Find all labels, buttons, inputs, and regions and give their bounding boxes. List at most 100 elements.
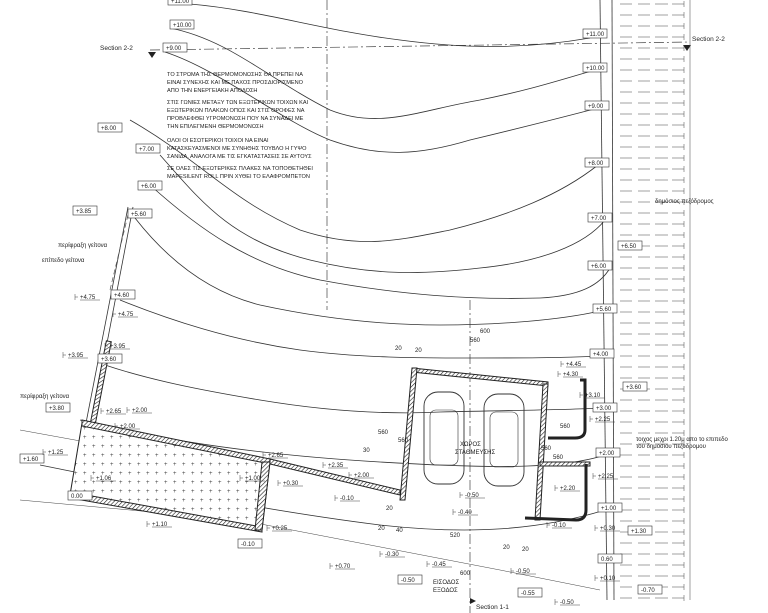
boxed-levels: +11.00 +10.00 +9.00 +8.00 +7.00 +6.00 +3.85 +5.… <box>19 0 663 598</box>
spot-level: +2.65 <box>262 452 288 459</box>
dimension-label: 560 <box>541 446 552 452</box>
spot-level: -0.10 <box>546 522 572 529</box>
spot-levels: +4.75+4.75+3.95+3.95+1.25+2.00+2.65+2.00… <box>42 294 620 606</box>
spot-level: +0.25 <box>266 525 292 532</box>
svg-text:+5.60: +5.60 <box>131 212 147 218</box>
svg-text:+9.00: +9.00 <box>166 46 182 52</box>
svg-text:+10.00: +10.00 <box>586 66 605 72</box>
svg-text:0.00: 0.00 <box>71 494 83 500</box>
svg-text:+4.75: +4.75 <box>118 312 134 318</box>
dimension-label: 560 <box>470 338 481 344</box>
note-line: ΣΑΝΙΔΑ. ΑΝΑΛΟΓΑ ΜΕ ΤΙΣ ΕΓΚΑΤΑΣΤΑΣΕΙΣ ΣΕ … <box>167 154 312 160</box>
level-tag: +8.00 <box>97 122 123 133</box>
note-line: ΟΛΟΙ ΟΙ ΕΣΩΤΕΡΙΚΟΙ ΤΟΙΧΟΙ ΝΑ ΕΙΝΑΙ <box>167 138 269 144</box>
svg-text:+1.10: +1.10 <box>152 522 168 528</box>
svg-text:+2.00: +2.00 <box>354 473 370 479</box>
svg-text:+3.00: +3.00 <box>596 406 612 412</box>
spot-level: -0.50 <box>459 492 485 499</box>
public-sidewalk-label: δημόσιος πεζόδρομος <box>655 198 714 205</box>
level-tag: +3.85 <box>72 205 98 216</box>
svg-text:+4.30: +4.30 <box>563 372 579 378</box>
svg-text:-0.50: -0.50 <box>560 600 574 606</box>
dimension-label: 560 <box>398 438 409 444</box>
dimension-label: 20 <box>522 547 529 553</box>
svg-text:-0.40: -0.40 <box>458 510 472 516</box>
section-1-1-label: Section 1-1 <box>476 604 509 611</box>
dimension-label: 40 <box>396 528 403 534</box>
dimension-label: 20 <box>415 348 422 354</box>
construction-notes: ΤΟ ΣΤΡΩΜΑ ΤΗΣ ΘΕΡΜΟΜΟΝΩΣΗΣ ΘΑ ΠΡΕΠΕΙ ΝΑΕ… <box>167 72 313 180</box>
level-tag: +6.50 <box>617 240 643 251</box>
dimension-label: 600 <box>480 329 491 335</box>
svg-text:+8.00: +8.00 <box>588 161 604 167</box>
section-2-2-label-right: Section 2-2 <box>692 36 725 43</box>
svg-text:+7.00: +7.00 <box>139 147 155 153</box>
svg-text:+9.00: +9.00 <box>588 104 604 110</box>
level-tag: +6.00 <box>587 260 613 271</box>
svg-text:+6.00: +6.00 <box>141 184 157 190</box>
spot-level: -0.50 <box>510 568 536 575</box>
level-tag: +7.00 <box>587 212 613 223</box>
spot-level: +2.00 <box>114 423 140 430</box>
dimension-label: 20 <box>503 545 510 551</box>
svg-text:+4.60: +4.60 <box>114 293 130 299</box>
section-2-2-label-left: Section 2-2 <box>100 45 133 52</box>
svg-text:-0.50: -0.50 <box>401 578 415 584</box>
spot-level: +2.65 <box>100 408 126 415</box>
level-tag: -0.50 <box>397 574 423 585</box>
level-tag: +3.60 <box>97 353 123 364</box>
svg-text:+4.00: +4.00 <box>593 352 609 358</box>
level-tag: +4.00 <box>589 348 615 359</box>
parking-label-2: ΣΤΑΘΜΕΥΣΗΣ <box>455 450 496 456</box>
level-tag: +5.60 <box>127 208 153 219</box>
spot-level: -0.30 <box>379 551 405 558</box>
svg-text:+6.50: +6.50 <box>621 244 637 250</box>
svg-text:+0.25: +0.25 <box>272 526 288 532</box>
dimension-label: 560 <box>378 430 389 436</box>
level-tag: -0.70 <box>637 584 663 595</box>
spot-level: +2.20 <box>554 485 580 492</box>
svg-text:+3.10: +3.10 <box>585 393 601 399</box>
spot-level: +4.75 <box>74 294 100 301</box>
svg-text:-0.55: -0.55 <box>521 591 535 597</box>
svg-text:+3.60: +3.60 <box>101 357 117 363</box>
svg-text:+5.60: +5.60 <box>596 307 612 313</box>
svg-text:-0.10: -0.10 <box>340 496 354 502</box>
note-line: ΣΤΙΣ ΓΩΝΙΕΣ ΜΕΤΑΞΥ ΤΩΝ ΕΞΩΤΕΡΙΚΩΝ ΤΟΙΧΩΝ… <box>167 100 309 106</box>
spot-level: +4.30 <box>557 371 583 378</box>
level-tag: +7.00 <box>135 143 161 154</box>
spot-level: +2.35 <box>322 462 348 469</box>
spot-level: -0.45 <box>426 561 452 568</box>
svg-text:+2.65: +2.65 <box>106 409 122 415</box>
level-tag: +11.00 <box>167 0 193 6</box>
dimension-label: 20 <box>378 526 385 532</box>
svg-text:+2.25: +2.25 <box>595 417 611 423</box>
level-tag: +1.30 <box>627 525 653 536</box>
svg-text:-0.70: -0.70 <box>641 588 655 594</box>
level-tag: 0.60 <box>597 553 623 564</box>
svg-text:+4.45: +4.45 <box>566 362 582 368</box>
svg-text:-0.10: -0.10 <box>241 542 255 548</box>
level-tag: +3.00 <box>592 402 618 413</box>
svg-text:+8.00: +8.00 <box>101 126 117 132</box>
spot-level: -0.10 <box>334 495 360 502</box>
svg-text:+3.60: +3.60 <box>626 385 642 391</box>
spot-level: +1.25 <box>42 449 68 456</box>
note-line: ΤΗΝ ΕΠΙΛΕΓΜΕΝΗ ΘΕΡΜΟΜΟΝΩΣΗ <box>167 124 264 130</box>
note-line: ΣΕ ΟΛΕΣ ΤΙΣ ΕΞΩΤΕΡΙΚΕΣ ΠΛΑΚΕΣ ΝΑ ΤΟΠΟΘΕΤ… <box>167 166 313 172</box>
note-line: MAPESILENT ROLL ΠΡΙΝ ΧΥΘΕΙ ΤΟ ΕΛΑΦΡΟΜΠΕΤ… <box>167 174 310 180</box>
svg-text:+1.25: +1.25 <box>48 450 64 456</box>
dimension-label: 30 <box>363 448 370 454</box>
section-line-1-1: Section 1-1 <box>326 0 509 613</box>
level-tag: +10.00 <box>169 19 195 30</box>
svg-text:+4.75: +4.75 <box>80 295 96 301</box>
level-tag: +1.60 <box>19 453 45 464</box>
note-line: ΕΞΩΤΕΡΙΚΩΝ ΠΛΑΚΩΝ ΟΠΩΣ ΚΑΙ ΣΤΙΣ ΟΡΟΦΕΣ Ν… <box>167 108 305 114</box>
svg-text:+3.80: +3.80 <box>49 406 65 412</box>
svg-text:+0.30: +0.30 <box>600 526 616 532</box>
svg-text:+0.10: +0.10 <box>600 576 616 582</box>
spot-level: +3.95 <box>62 352 88 359</box>
spot-level: +1.10 <box>146 521 172 528</box>
